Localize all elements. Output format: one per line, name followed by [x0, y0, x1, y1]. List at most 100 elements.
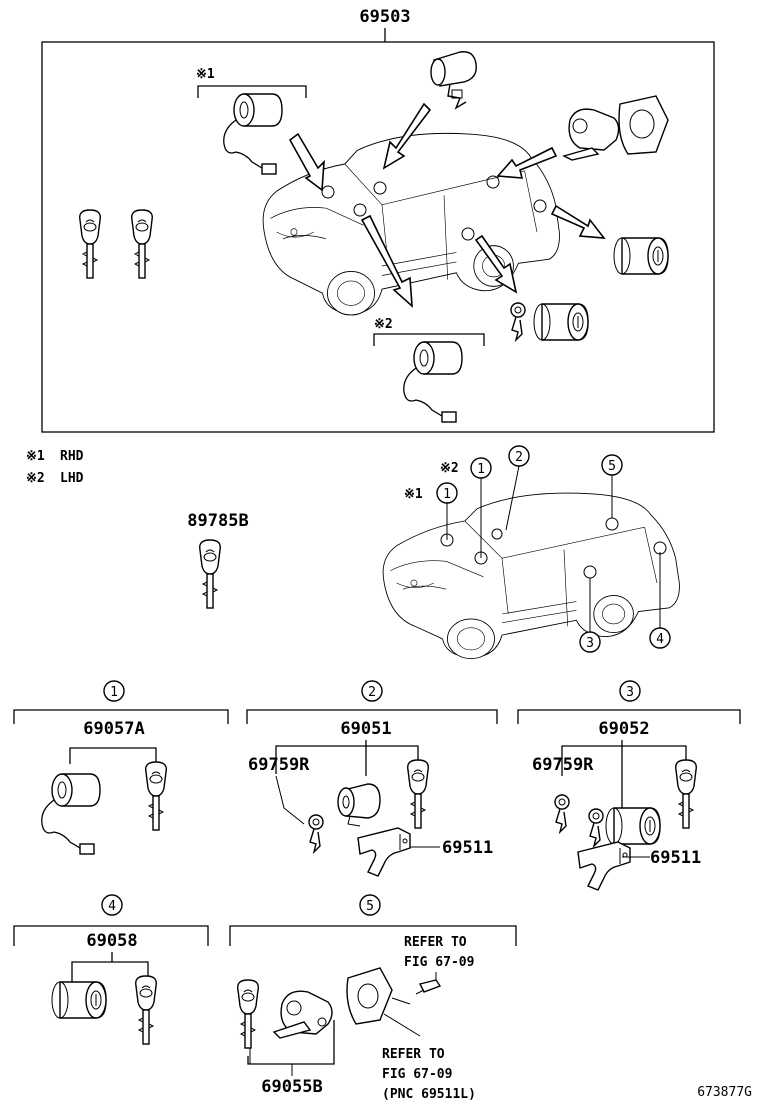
key-icon: [675, 759, 697, 829]
group-2-sub-part-lever: 69759R: [248, 755, 310, 775]
group-4-bracket: [13, 925, 209, 946]
door-lock-cylinder-rear: [510, 302, 589, 341]
group-4-marker: [101, 894, 123, 916]
lock-point-marker: [491, 528, 503, 540]
group-1-leader: [69, 747, 157, 764]
lock-point-marker: [605, 517, 619, 531]
lock-point-marker: [653, 541, 667, 555]
note-lhd-mark: ※2: [26, 471, 45, 486]
group-2-bracket: [246, 709, 498, 724]
svg-text:1: 1: [443, 487, 451, 502]
lock-point-marker: [353, 203, 367, 217]
group-2-sub-part-clip: 69511: [442, 838, 493, 858]
lock-point-marker: [533, 199, 547, 213]
locator-car-illustration: [382, 492, 680, 660]
lever-icon: [554, 794, 570, 833]
lock-point-marker: [474, 551, 488, 565]
reference-2-line-3: (PNC 69511L): [382, 1087, 476, 1102]
reference-1-line-1: REFER TO: [404, 935, 467, 950]
svg-text:4: 4: [656, 632, 664, 647]
callout-arrow: [288, 132, 325, 192]
group-2-id: 2: [368, 685, 376, 700]
door-lock-cylinder-icon: [337, 783, 381, 827]
key-icon: [145, 761, 167, 831]
lock-point-marker: [583, 565, 597, 579]
svg-text:5: 5: [608, 459, 616, 474]
group-2-part-number: 69051: [340, 719, 391, 739]
callout-arrow: [550, 204, 606, 239]
group-3-id: 3: [626, 685, 634, 700]
figure-id: 673877G: [697, 1085, 752, 1100]
group-1-id: 1: [110, 685, 118, 700]
back-door-lock-icon: [272, 990, 333, 1039]
locator-marker-2: 2: [505, 445, 530, 531]
callout-arrow: [360, 214, 413, 308]
screw-icon: [415, 979, 442, 995]
svg-text:2: 2: [515, 450, 523, 465]
note-rhd-label: RHD: [60, 449, 84, 464]
group-5-bracket: [229, 925, 517, 946]
lhd-callout-mark: ※2: [374, 317, 393, 332]
luggage-lock-cylinder: [613, 237, 669, 275]
callout-arrow: [382, 102, 432, 170]
key-part-number: 89785B: [187, 511, 248, 531]
note-lhd-label: LHD: [60, 471, 84, 486]
clip-icon: [357, 827, 411, 877]
reference-1-line-2: FIG 67-09: [404, 955, 474, 970]
lock-point-marker: [373, 181, 387, 195]
group-3-sub-part-clip: 69511: [650, 848, 701, 868]
lhd-bracket: [373, 333, 485, 346]
luggage-lock-cylinder-icon: [51, 981, 107, 1019]
group-4-part-number: 69058: [86, 931, 137, 951]
group-3-part-number: 69052: [598, 719, 649, 739]
clip-icon: [577, 841, 631, 891]
note-rhd-mark: ※1: [26, 449, 45, 464]
rhd-callout-mark: ※1: [196, 67, 215, 82]
ignition-cylinder-lhd: [403, 341, 463, 423]
ignition-cylinder-rhd: [223, 93, 283, 175]
group-5-id: 5: [366, 899, 374, 914]
locator-marker-1b: 1: [470, 457, 492, 558]
locator-marker-4: 4: [649, 552, 671, 649]
key-icon: [199, 539, 221, 609]
group-2-lever-leader: [275, 775, 305, 825]
key-icon: [79, 209, 101, 279]
group-4-leader: [71, 952, 149, 982]
svg-text:3: 3: [586, 636, 594, 651]
group-2-leader: [275, 740, 419, 776]
group-3-bracket: [517, 709, 741, 724]
group-3-leader: [561, 740, 687, 810]
svg-text:1: 1: [477, 462, 485, 477]
reference-2-line-2: FIG 67-09: [382, 1067, 452, 1082]
lock-point-marker: [440, 533, 454, 547]
group-1-bracket: [13, 709, 229, 724]
key-icon: [407, 759, 429, 829]
door-lock-cylinder-icon: [588, 807, 661, 847]
group-1-part-number: 69057A: [83, 719, 144, 739]
key-icon: [131, 209, 153, 279]
lock-point-marker: [461, 227, 475, 241]
group-2-marker: [361, 680, 383, 702]
reference-2-line-1: REFER TO: [382, 1047, 445, 1062]
reference-2-leader: [383, 1013, 421, 1037]
group-5-marker: [359, 894, 381, 916]
assembly-part-number: 69503: [359, 7, 410, 27]
group-5-leader: [247, 1020, 335, 1065]
group-1-marker: [103, 680, 125, 702]
locator-marker-5: 5: [601, 454, 623, 518]
group-5-part-number: 69055B: [261, 1077, 322, 1097]
lock-point-marker: [486, 175, 500, 189]
lock-point-marker: [321, 185, 335, 199]
lock-bracket-icon: [346, 967, 411, 1025]
callout-arrow: [496, 146, 558, 179]
locator-rhd-mark: ※1: [404, 487, 423, 502]
key-icon: [237, 979, 259, 1049]
back-door-lock-assembly: [562, 95, 669, 161]
group-3-marker: [619, 680, 641, 702]
locator-lhd-mark: ※2: [440, 461, 459, 476]
door-lock-cylinder-front: [430, 51, 477, 110]
assembly-frame: [41, 41, 715, 433]
lever-icon: [308, 814, 324, 853]
locator-marker-3: 3: [579, 578, 601, 653]
rhd-bracket: [197, 85, 307, 98]
